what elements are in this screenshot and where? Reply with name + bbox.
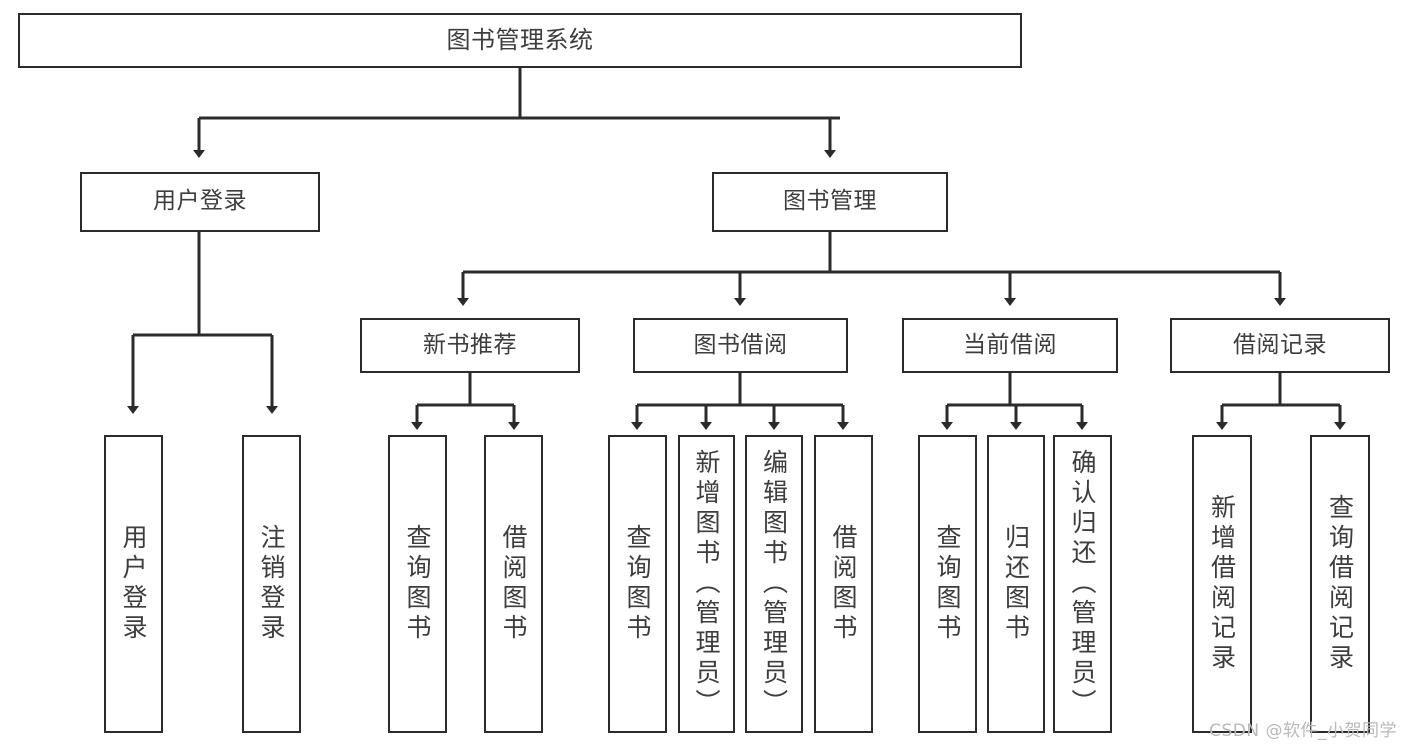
leaf-new-book-query[interactable]: 查询图书 [388, 435, 447, 733]
leaf-borrow-query-book-label: 查询图书 [623, 524, 652, 644]
leaf-borrow-edit-book[interactable]: 编辑图书（管理员） [745, 435, 803, 733]
node-current-borrow-label: 当前借阅 [963, 331, 1057, 358]
node-new-book-recommend[interactable]: 新书推荐 [360, 318, 580, 373]
leaf-new-book-query-label: 查询图书 [403, 524, 432, 644]
leaf-new-book-borrow[interactable]: 借阅图书 [484, 435, 543, 733]
leaf-borrow-add-book-label: 新增图书（管理员） [692, 449, 721, 719]
node-user-login-label: 用户登录 [153, 188, 247, 215]
leaf-current-query-book[interactable]: 查询图书 [918, 435, 977, 733]
node-borrow-record-label: 借阅记录 [1233, 331, 1327, 358]
node-new-book-recommend-label: 新书推荐 [423, 331, 517, 358]
node-borrow-record[interactable]: 借阅记录 [1170, 318, 1390, 373]
leaf-record-add[interactable]: 新增借阅记录 [1192, 435, 1252, 733]
node-root-system-label: 图书管理系统 [446, 26, 594, 55]
leaf-record-query[interactable]: 查询借阅记录 [1310, 435, 1370, 733]
leaf-record-query-label: 查询借阅记录 [1325, 494, 1355, 674]
leaf-borrow-add-book[interactable]: 新增图书（管理员） [678, 435, 735, 733]
leaf-record-add-label: 新增借阅记录 [1207, 494, 1237, 674]
leaf-user-login-logout-label: 注销登录 [257, 524, 286, 644]
node-root-system[interactable]: 图书管理系统 [18, 13, 1022, 68]
leaf-borrow-borrow-book-label: 借阅图书 [829, 524, 858, 644]
node-book-management-label: 图书管理 [783, 188, 877, 215]
leaf-borrow-query-book[interactable]: 查询图书 [608, 435, 667, 733]
node-current-borrow[interactable]: 当前借阅 [902, 318, 1118, 373]
leaf-current-confirm-return-label: 确认归还（管理员） [1068, 449, 1097, 719]
leaf-current-return-book-label: 归还图书 [1001, 524, 1031, 644]
leaf-new-book-borrow-label: 借阅图书 [499, 524, 528, 644]
leaf-current-query-book-label: 查询图书 [933, 524, 962, 644]
leaf-borrow-borrow-book[interactable]: 借阅图书 [814, 435, 873, 733]
watermark: CSDN @软件_小贺同学 [1209, 721, 1397, 741]
leaf-user-login-login[interactable]: 用户登录 [104, 435, 163, 733]
node-user-login[interactable]: 用户登录 [80, 172, 320, 232]
leaf-current-return-book[interactable]: 归还图书 [987, 435, 1045, 733]
node-book-borrow[interactable]: 图书借阅 [633, 318, 848, 373]
node-book-management[interactable]: 图书管理 [712, 172, 948, 232]
leaf-user-login-login-label: 用户登录 [119, 524, 148, 644]
node-book-borrow-label: 图书借阅 [693, 331, 788, 358]
leaf-current-confirm-return[interactable]: 确认归还（管理员） [1053, 435, 1112, 733]
leaf-user-login-logout[interactable]: 注销登录 [242, 435, 301, 733]
leaf-borrow-edit-book-label: 编辑图书（管理员） [759, 449, 789, 719]
